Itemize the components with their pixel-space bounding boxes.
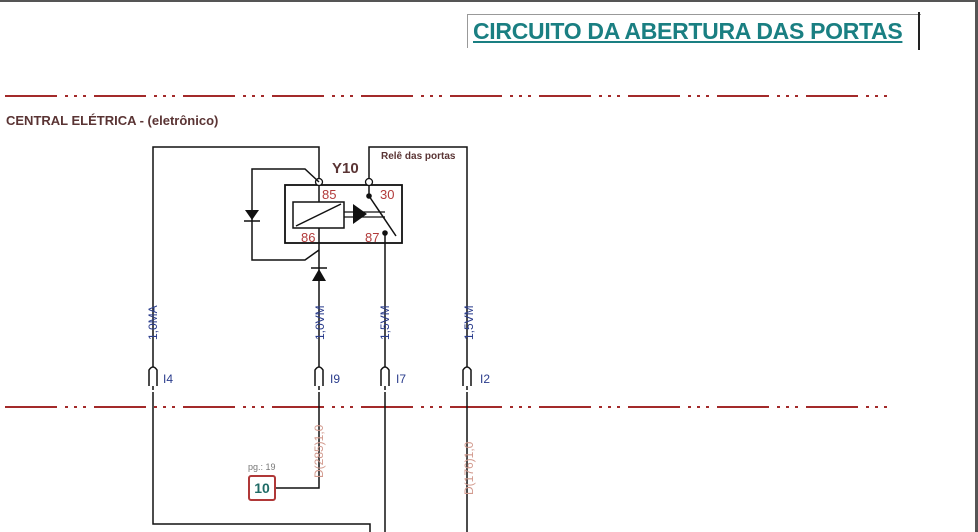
wire-i9-lower xyxy=(275,392,320,489)
relay-actuator-triangle xyxy=(353,204,367,224)
title-box-border xyxy=(467,14,921,15)
central-eletrica-label: CENTRAL ELÉTRICA - (eletrônico) xyxy=(6,113,219,128)
pin-30-label: 30 xyxy=(380,187,395,202)
wire-gauge-label: 1,5VM xyxy=(378,305,392,340)
relay-y10-box xyxy=(284,184,403,244)
connector-label: I7 xyxy=(396,372,407,386)
text-cursor xyxy=(918,12,920,50)
pin-85-label: 85 xyxy=(322,187,337,202)
connector-i2-symbol xyxy=(462,366,472,386)
series-diode xyxy=(312,269,326,281)
connector-i4-symbol xyxy=(148,366,158,386)
wire-gauge-label: 1,0VM xyxy=(313,305,327,340)
wire-i2 xyxy=(368,146,468,390)
downstream-wire-label: D(176)1,0 xyxy=(462,441,476,495)
connector-label: I2 xyxy=(480,372,491,386)
pin-87-label: 87 xyxy=(365,230,380,245)
connector-i9-symbol xyxy=(314,366,324,386)
wire-i4 xyxy=(152,146,320,390)
relay-contact-arm xyxy=(368,195,397,237)
relay-description: Relê das portas xyxy=(381,151,456,162)
wire-gauge-label: 1,5VM xyxy=(462,305,476,340)
relay-id: Y10 xyxy=(332,160,359,177)
relay-coil-winding xyxy=(295,203,342,227)
suppression-diode xyxy=(245,210,259,220)
window-frame-right xyxy=(975,0,978,532)
connector-i7-symbol xyxy=(380,366,390,386)
page-reference-text: pg.: 19 xyxy=(248,462,276,472)
downstream-wire-label: D(285)1,0 xyxy=(312,424,326,478)
diagram-title: CIRCUITO DA ABERTURA DAS PORTAS xyxy=(473,18,903,44)
terminal-30 xyxy=(364,177,374,187)
title-box-border-left xyxy=(467,14,468,48)
wire-i4-lower xyxy=(152,392,371,532)
window-frame-top xyxy=(0,0,978,2)
connector-label: I4 xyxy=(163,372,174,386)
wire-gauge-label: 1,0MA xyxy=(146,305,160,340)
page-reference-link[interactable]: 10 xyxy=(248,475,276,501)
connector-label: I9 xyxy=(330,372,341,386)
pin-86-label: 86 xyxy=(301,230,316,245)
